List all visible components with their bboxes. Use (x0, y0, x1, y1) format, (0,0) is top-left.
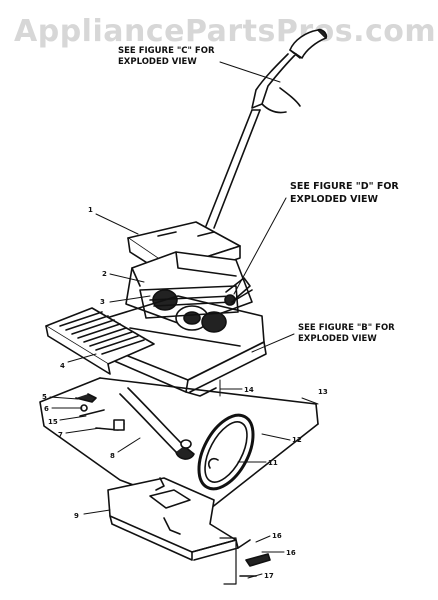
note-figure-c-line1: SEE FIGURE "C" FOR (118, 46, 215, 56)
callout-3: 3 (100, 298, 105, 306)
duct-hose (120, 388, 194, 459)
leader-lines (50, 62, 318, 578)
callout-6: 6 (44, 405, 49, 413)
callout-14: 14 (244, 386, 254, 394)
callout-16: 16 (272, 532, 282, 540)
note-figure-d: SEE FIGURE "D" FOR EXPLODED VIEW (290, 180, 399, 206)
note-figure-d-line1: SEE FIGURE "D" FOR (290, 181, 399, 192)
note-figure-c-line2: EXPLODED VIEW (118, 57, 197, 67)
note-figure-b-line2: EXPLODED VIEW (298, 334, 377, 344)
callout-2: 2 (102, 270, 107, 278)
callout-5: 5 (42, 393, 47, 401)
callout-8: 8 (110, 452, 115, 460)
callout-13: 13 (318, 388, 328, 396)
callout-11: 11 (268, 459, 278, 467)
callout-9: 9 (74, 512, 79, 520)
handle-tube (206, 110, 260, 228)
handle-grip (252, 30, 326, 113)
callout-7: 7 (58, 431, 63, 439)
callout-16b: 16 (286, 549, 296, 557)
drive-belt (188, 406, 264, 497)
front-bumper (46, 308, 154, 374)
watermark: AppliancePartsPros.com (14, 14, 437, 49)
callout-1: 1 (88, 206, 93, 214)
callout-4: 4 (60, 362, 65, 370)
wheel-parts-bracket (220, 538, 270, 584)
callout-12: 12 (292, 436, 302, 444)
note-figure-b-line1: SEE FIGURE "B" FOR (298, 323, 395, 333)
bottom-plate (108, 478, 238, 560)
bottom-plate-group (40, 378, 318, 512)
callout-17: 17 (264, 572, 274, 580)
note-figure-b: SEE FIGURE "B" FOR EXPLODED VIEW (298, 323, 395, 345)
motor-agitator (140, 278, 252, 332)
small-hardware (76, 394, 124, 430)
callout-numbers: 1 2 3 4 5 6 15 7 8 9 11 12 13 14 16 16 1… (42, 206, 328, 580)
callout-15: 15 (48, 418, 58, 426)
note-figure-d-line2: EXPLODED VIEW (290, 194, 378, 205)
note-figure-c: SEE FIGURE "C" FOR EXPLODED VIEW (118, 46, 214, 68)
